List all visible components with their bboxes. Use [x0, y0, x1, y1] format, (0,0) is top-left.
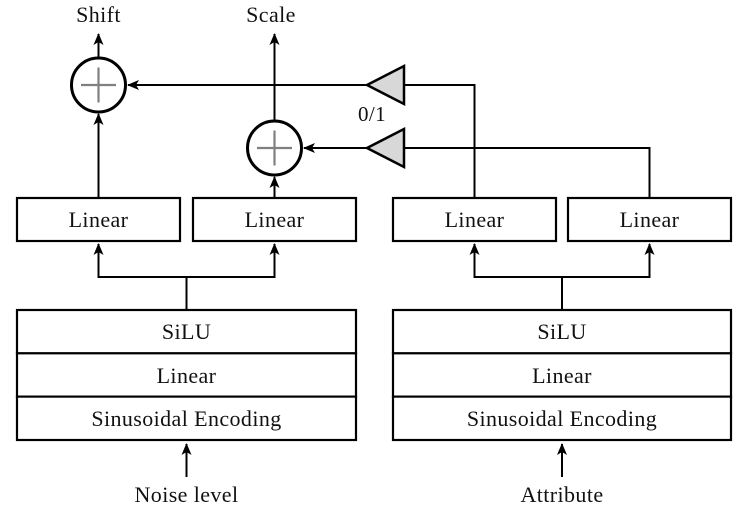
input-label-attribute: Attribute: [520, 482, 603, 507]
sinusoidal-encoding-label: Sinusoidal Encoding: [91, 406, 281, 431]
sinusoidal-encoding-box: [391, 395, 733, 442]
linear-box-attribute-shift: Linear: [391, 196, 558, 243]
shift-adder: [70, 56, 127, 114]
linear-box-label: Linear: [620, 207, 680, 232]
noise-encoder-stack: SiLU Linear Sinusoidal Encoding: [15, 308, 358, 442]
silu-box: [15, 308, 358, 355]
wire-noise-branch-left: [93, 243, 188, 311]
linear-box-noise-scale: Linear: [191, 196, 358, 243]
wire-attribute-branch-left: [469, 243, 563, 311]
linear-box-label: Linear: [69, 207, 129, 232]
gate-triangle-shift-icon: [364, 63, 406, 107]
gate-label: 0/1: [358, 102, 386, 126]
linear-box-rect: [566, 196, 733, 243]
plus-icon: [81, 67, 116, 103]
plus-icon: [257, 130, 292, 166]
wire-linear4-to-scale-gate: [404, 147, 651, 198]
wire-attribute-branch-right: [562, 243, 655, 278]
attribute-encoder-stack: SiLU Linear Sinusoidal Encoding: [391, 308, 733, 442]
wire-noise-branch-right: [186, 243, 280, 278]
silu-label: SiLU: [537, 319, 586, 344]
linear-box-label: Linear: [245, 207, 305, 232]
linear-box: [15, 352, 358, 398]
linear-label: Linear: [532, 363, 592, 388]
output-label-scale: Scale: [246, 2, 296, 27]
linear-box-noise-shift: Linear: [15, 196, 182, 243]
wire-linear3-to-shift-gate: [404, 84, 476, 198]
linear-label: Linear: [157, 363, 217, 388]
gate-triangle-scale-icon: [364, 126, 406, 170]
input-label-noise-level: Noise level: [135, 482, 239, 507]
silu-box: [391, 308, 733, 355]
sinusoidal-encoding-label: Sinusoidal Encoding: [467, 406, 657, 431]
scale-adder: [246, 119, 303, 177]
linear-box-rect: [15, 196, 182, 243]
sinusoidal-encoding-box: [15, 395, 358, 442]
linear-box-rect: [391, 196, 558, 243]
linear-box-attribute-scale: Linear: [566, 196, 733, 243]
silu-label: SiLU: [162, 319, 211, 344]
linear-box-rect: [191, 196, 358, 243]
linear-box-label: Linear: [445, 207, 505, 232]
output-label-shift: Shift: [76, 2, 121, 27]
